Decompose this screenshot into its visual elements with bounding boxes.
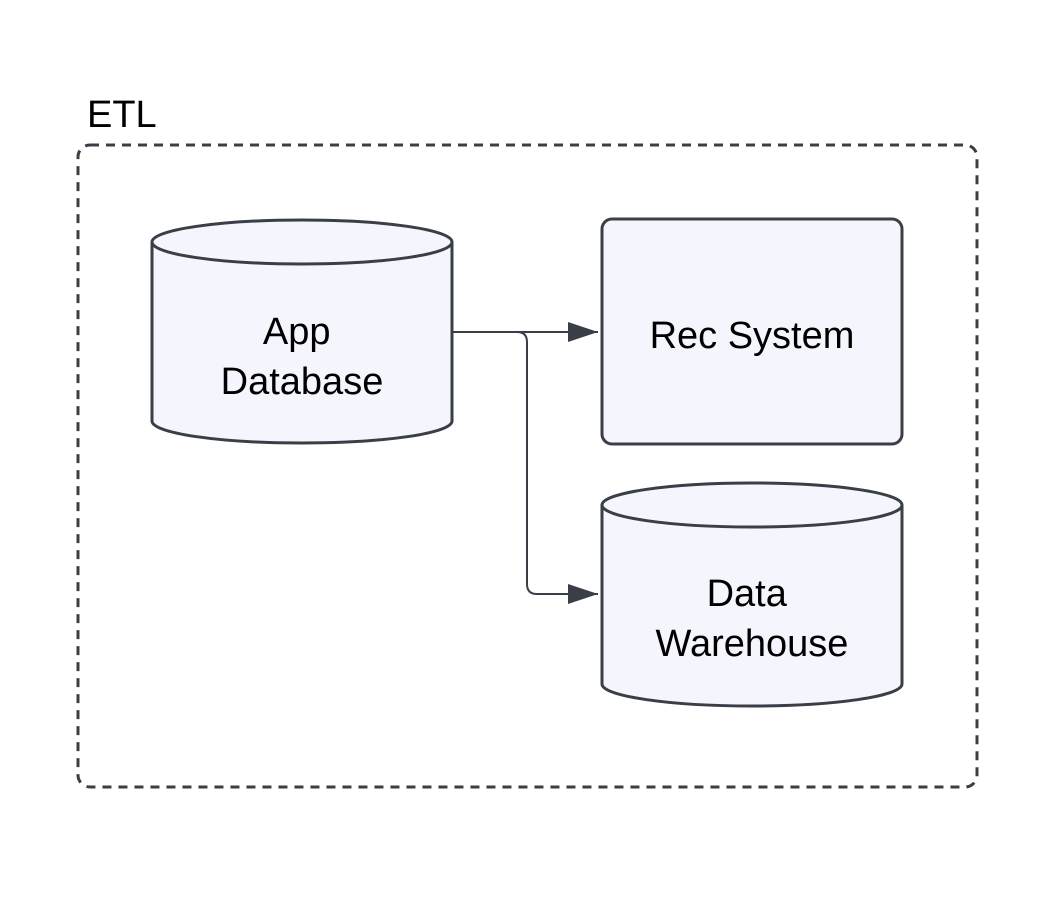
data-warehouse-cylinder-top — [600, 481, 904, 529]
node-app-database[interactable]: App Database — [150, 218, 454, 445]
edges — [453, 322, 598, 604]
data-warehouse-label-line-1: Data — [707, 573, 788, 615]
app-database-cylinder-top — [150, 218, 454, 266]
app-database-cylinder-body — [150, 242, 454, 445]
app-database-label-line-2: Database — [221, 361, 384, 403]
app-database-label-line-1: App — [263, 311, 331, 353]
etl-group-border — [76, 143, 979, 789]
edge-app-database-to-data-warehouse[interactable] — [453, 331, 598, 604]
data-warehouse-label-line-2: Warehouse — [656, 623, 849, 665]
node-data-warehouse[interactable]: Data Warehouse — [600, 481, 904, 708]
app-database-label: App Database — [221, 311, 384, 403]
node-rec-system[interactable]: Rec System — [600, 217, 904, 446]
rec-system-label: Rec System — [650, 315, 855, 357]
data-warehouse-label: Data Warehouse — [656, 573, 849, 665]
etl-group-label: ETL — [87, 94, 157, 136]
etl-group: ETL — [76, 94, 979, 789]
data-warehouse-cylinder-body — [600, 505, 904, 708]
rec-system-box — [600, 217, 904, 446]
